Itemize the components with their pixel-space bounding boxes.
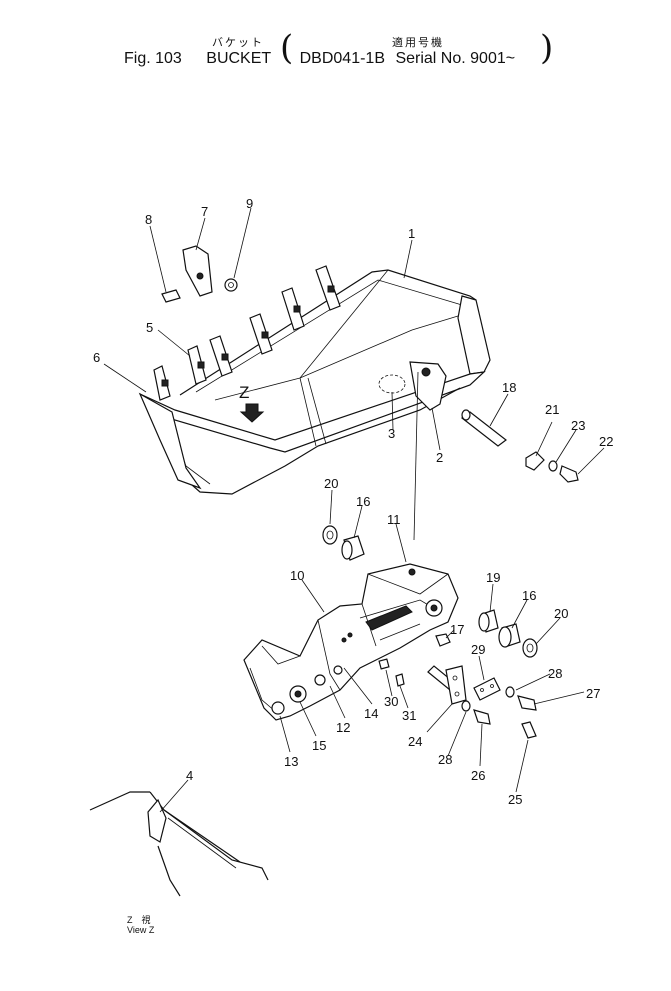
bolt-31 — [395, 673, 405, 687]
title-japanese: バケット — [212, 37, 264, 49]
callout-10: 10 — [290, 568, 304, 583]
page-title: BUCKET — [206, 50, 272, 67]
callout-5: 5 — [146, 320, 153, 335]
view-caption-japanese: Z 視 — [127, 915, 151, 925]
open-paren-glyph: ( — [280, 28, 294, 68]
callout-23: 23 — [571, 418, 585, 433]
callout-4: 4 — [186, 768, 193, 783]
callout-11: 11 — [387, 512, 401, 527]
nut — [224, 278, 238, 292]
callout-19: 19 — [486, 570, 500, 585]
callout-9: 9 — [246, 196, 253, 211]
callout-2: 2 — [436, 450, 443, 465]
callout-22: 22 — [599, 434, 613, 449]
washer-left — [461, 700, 471, 712]
callout-13: 13 — [284, 754, 298, 769]
callout-24: 24 — [408, 734, 422, 749]
callout-20-lower: 20 — [554, 606, 568, 621]
view-caption-english: View Z — [127, 925, 155, 935]
seal-lower — [522, 638, 538, 658]
washer-right — [505, 686, 515, 698]
callout-numbers: 1 2 3 4 5 6 7 8 9 10 11 12 13 14 15 16 1… — [93, 196, 613, 807]
plate — [473, 677, 501, 701]
callout-6: 6 — [93, 350, 100, 365]
tooth-adapter-row — [153, 265, 341, 401]
view-caption: Z 視 View Z — [127, 915, 154, 935]
bolt-22 — [559, 465, 579, 483]
callout-12: 12 — [336, 720, 350, 735]
figure-header: Fig. 103 BUCKET DBD041-1B Serial No. 900… — [124, 50, 525, 68]
callout-17: 17 — [450, 622, 464, 637]
leader-lines — [103, 207, 605, 813]
callout-30: 30 — [384, 694, 398, 709]
callout-31: 31 — [402, 708, 416, 723]
view-z-detail — [89, 791, 269, 897]
hinge-bracket-assembly — [243, 563, 459, 721]
callout-27: 27 — [586, 686, 600, 701]
callout-14: 14 — [364, 706, 378, 721]
callout-16-lower: 16 — [522, 588, 536, 603]
spacer — [378, 658, 390, 670]
bucket-body — [138, 265, 491, 495]
close-paren-glyph: ) — [540, 28, 554, 68]
callout-26: 26 — [471, 768, 485, 783]
callout-3: 3 — [388, 426, 395, 441]
callout-1: 1 — [408, 226, 415, 241]
callout-18: 18 — [502, 380, 516, 395]
callout-16-upper: 16 — [356, 494, 370, 509]
bolt-27 — [517, 695, 537, 711]
bolt — [161, 289, 181, 303]
callout-7: 7 — [201, 204, 208, 219]
view-z-arrow — [239, 403, 265, 423]
applicable-japanese: 適用号機 — [392, 37, 444, 49]
grease-fitting — [521, 721, 537, 739]
callout-29: 29 — [471, 642, 485, 657]
seal-upper — [322, 525, 338, 545]
callout-21: 21 — [545, 402, 559, 417]
callout-20-upper: 20 — [324, 476, 338, 491]
tooth — [182, 245, 213, 297]
callout-28-left: 28 — [438, 752, 452, 767]
serial-range: Serial No. 9001~ — [395, 50, 516, 67]
view-z-marker: Z — [239, 383, 249, 402]
figure-number: Fig. 103 — [124, 50, 182, 67]
bolt-26 — [473, 709, 491, 725]
callout-15: 15 — [312, 738, 326, 753]
washer — [548, 460, 558, 472]
callout-8: 8 — [145, 212, 152, 227]
lock-plate — [525, 451, 545, 471]
callout-28-right: 28 — [548, 666, 562, 681]
callout-25: 25 — [508, 792, 522, 807]
model-code: DBD041-1B — [299, 50, 385, 67]
